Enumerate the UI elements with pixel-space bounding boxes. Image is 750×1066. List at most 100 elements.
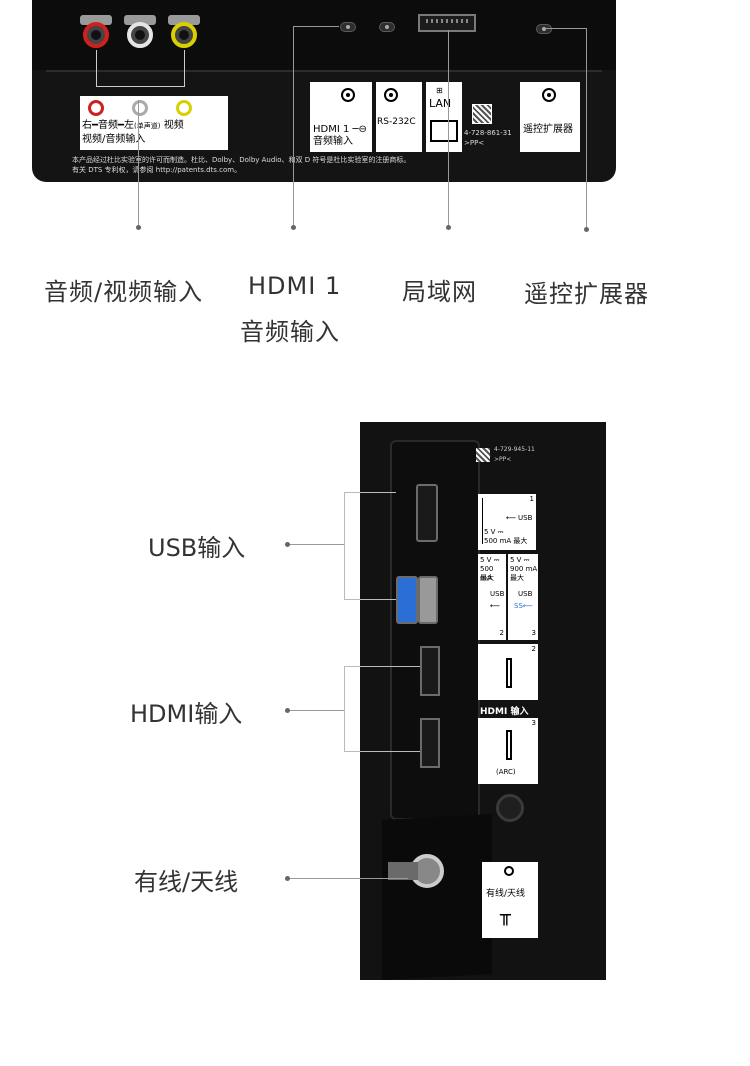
rca-bracket-right <box>184 50 185 87</box>
antenna-port-icon <box>504 866 514 876</box>
usb3-label: 5 V ⎓ 900 mA 最大 USB SS⟵ 3 <box>508 554 538 640</box>
callout-dot-lan <box>446 225 451 230</box>
usb2-tag: USB <box>490 590 505 598</box>
panel-upper-section <box>32 0 616 70</box>
caption-lan: 局域网 <box>402 278 477 306</box>
model-code-top: 4-728-861-31 <box>464 129 512 137</box>
antenna-symbol-icon: ╥ <box>500 905 511 926</box>
caption-hdmi1-audio: 音频输入 <box>240 318 340 346</box>
usb1-tag: USB <box>518 514 533 522</box>
panel-divider <box>46 70 602 72</box>
dts-notice: 有关 DTS 专利权，请参阅 http://patents.dts.com。 <box>72 166 242 174</box>
side-qr-icon <box>476 448 490 462</box>
callout-dot-antenna <box>285 876 290 881</box>
callout-line-usb <box>288 544 344 545</box>
av-label-audio: 右━音频━左 <box>82 120 135 131</box>
lower-recess <box>382 814 492 980</box>
av-white-dot <box>132 100 148 116</box>
rca-collar-yellow <box>168 15 200 25</box>
dolby-notice: 本产品经过杜比实验室的许可而制造。杜比、Dolby、Dolby Audio、和双… <box>72 156 411 164</box>
lan-socket[interactable] <box>418 14 476 32</box>
tv-rear-panel-side: 4-729-945-11 >PP< 1 ⟵ USB 5 V ⎓ 500 mA 最… <box>360 422 606 980</box>
hdmi2-num: 2 <box>531 645 536 653</box>
usb-bracket <box>344 492 396 600</box>
round-connector <box>496 794 524 822</box>
hdmi3-label: 3 (ARC) <box>478 718 538 784</box>
rca-jack-white[interactable] <box>127 22 153 48</box>
antenna-label: 有线/天线 ╥ <box>482 862 538 938</box>
rca-jack-red[interactable] <box>83 22 109 48</box>
caption-hdmi-input: HDMI输入 <box>130 700 243 728</box>
rs232-label-box: RS-232C <box>376 82 422 152</box>
callout-line-antenna <box>288 878 408 879</box>
callout-line-lan <box>448 30 449 226</box>
usb1-rating-1: 5 V ⎓ <box>484 528 504 536</box>
callout-dot-usb <box>285 542 290 547</box>
usb2-rating-2: 500 mA <box>480 565 494 582</box>
remote-ext-label: 遥控扩展器 <box>523 124 573 135</box>
rca-collar-white <box>124 15 156 25</box>
hdmi-port-3[interactable] <box>420 718 440 768</box>
side-model-code: 4-729-945-11 <box>494 446 535 453</box>
rca-collar-red <box>80 15 112 25</box>
hdmi2-label: 2 <box>478 644 538 700</box>
usb-port-3[interactable] <box>396 576 418 624</box>
callout-line-remote-h <box>545 28 587 29</box>
callout-line-av <box>138 100 139 226</box>
caption-antenna: 有线/天线 <box>134 868 239 896</box>
rs232-port-icon <box>384 88 398 102</box>
lan-label-box: ⊞ LAN <box>426 82 462 152</box>
hdmi2-port-icon <box>506 658 512 688</box>
usb3-num: 3 <box>531 629 536 637</box>
hdmi3-port-icon <box>506 730 512 760</box>
hdmi-audio-label-2: 音频输入 <box>313 136 353 147</box>
rca-jack-yellow[interactable] <box>171 22 197 48</box>
hdmi-audio-jack[interactable] <box>340 22 356 32</box>
usb3-rating-1: 5 V ⎓ <box>510 556 530 564</box>
qr-code-icon <box>472 104 492 124</box>
callout-line-hdmi <box>288 710 344 711</box>
callout-dot-av <box>136 225 141 230</box>
antenna-shaft <box>388 862 418 880</box>
av-yellow-dot <box>176 100 192 116</box>
hdmi-audio-label-box: HDMI 1 ─⊖ 音频输入 <box>310 82 372 152</box>
side-pp-mark: >PP< <box>494 456 512 463</box>
remote-ext-jack[interactable] <box>536 24 552 34</box>
network-icon: ⊞ <box>436 86 443 95</box>
av-label-box: 右━音频━左(单声道) 视频 视频/音频输入 <box>80 96 228 150</box>
av-label-row2: 视频/音频输入 <box>82 134 146 145</box>
hdmi-audio-port-icon <box>341 88 355 102</box>
callout-dot-hdmi <box>291 225 296 230</box>
usb-port-2[interactable] <box>418 576 438 624</box>
usb1-label: 1 ⟵ USB 5 V ⎓ 500 mA 最大 <box>478 494 536 550</box>
callout-line-hdmi-v <box>293 26 294 226</box>
usb-icon-1: ⟵ <box>506 514 517 522</box>
usb-ss-icon: SS⟵ <box>514 602 533 610</box>
usb3-rating-2: 900 mA <box>510 565 538 573</box>
hdmi-port-2[interactable] <box>420 646 440 696</box>
usb2-num: 2 <box>499 629 504 637</box>
callout-line-hdmi-h <box>293 26 339 27</box>
usb2-label: 5 V ⎓ 500 mA 最大 USB ⟵ 2 <box>478 554 506 640</box>
rca-bracket-bottom <box>96 86 185 87</box>
usb1-rating-2: 500 mA 最大 <box>484 537 528 545</box>
pp-mark-top: >PP< <box>464 139 485 147</box>
lan-label: LAN <box>429 97 452 110</box>
usb-port-1[interactable] <box>416 484 438 542</box>
hdmi-section-label: HDMI 输入 <box>480 707 529 717</box>
av-label-video: 视频 <box>163 120 184 131</box>
callout-dot-remote <box>584 227 589 232</box>
caption-av-input: 音频/视频输入 <box>44 278 204 306</box>
usb2-rating-3: 最大 <box>480 574 494 582</box>
antenna-label-text: 有线/天线 <box>486 889 526 899</box>
lan-pins <box>426 19 468 23</box>
av-red-dot <box>88 100 104 116</box>
caption-hdmi1: HDMI 1 <box>248 272 342 300</box>
hdmi-bracket <box>344 666 420 752</box>
hdmi-audio-label-1: HDMI 1 ─⊖ <box>313 124 367 135</box>
hdmi3-arc: (ARC) <box>496 768 516 776</box>
caption-remote-ext: 遥控扩展器 <box>524 280 649 308</box>
usb3-tag: USB <box>518 590 533 598</box>
rs232-jack[interactable] <box>379 22 395 32</box>
callout-dot-hdmi-side <box>285 708 290 713</box>
